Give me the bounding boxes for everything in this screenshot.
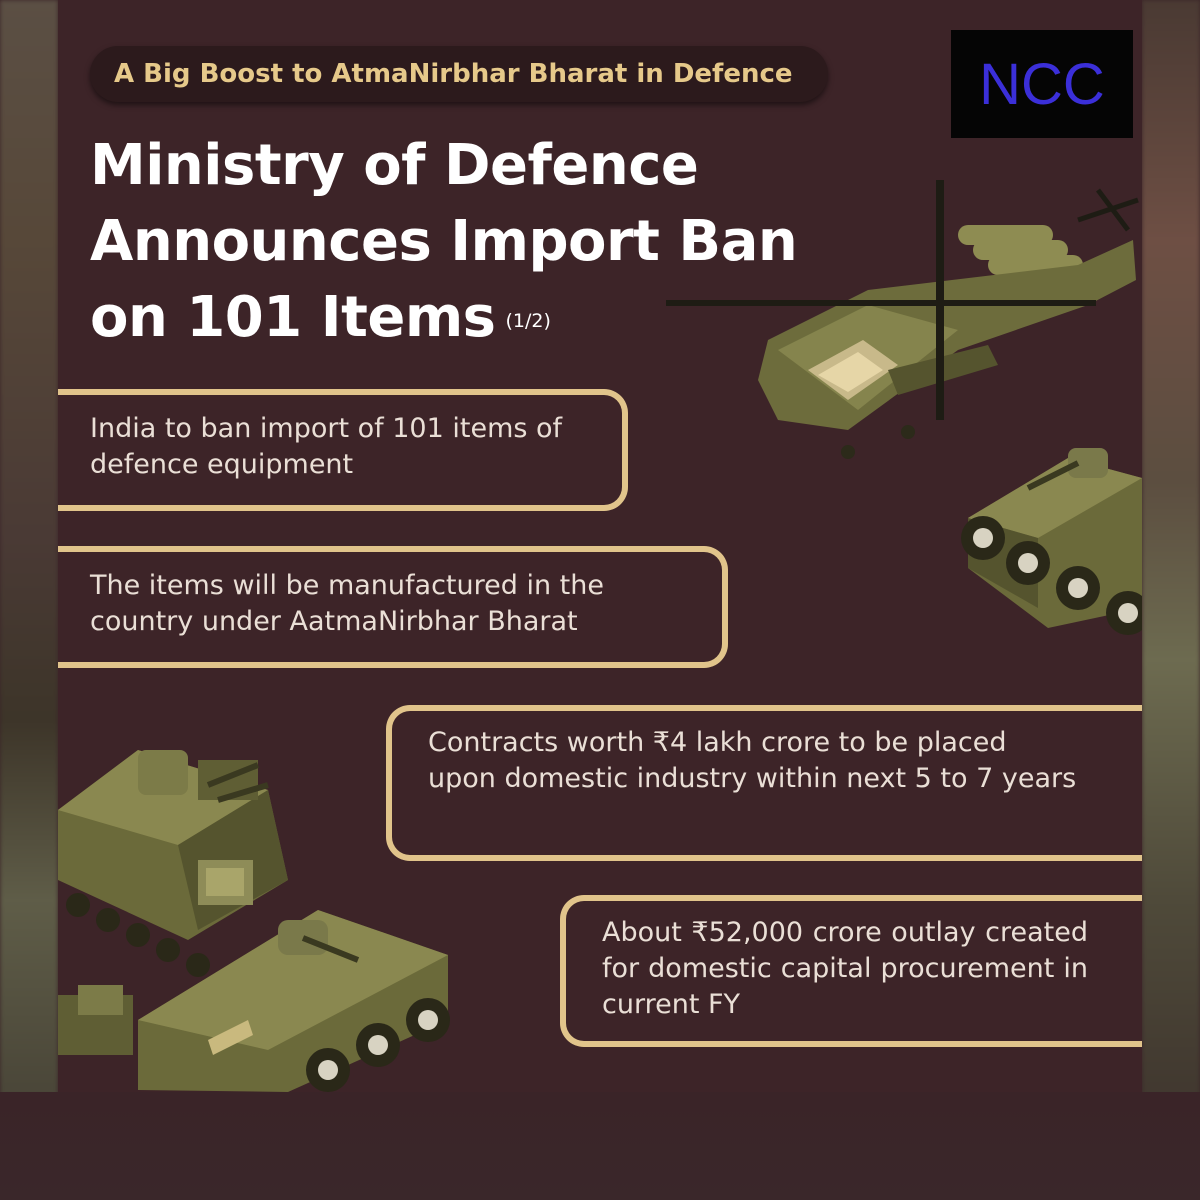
headline-line-2: Announces Import Ban xyxy=(90,209,798,274)
tagline-text: A Big Boost to AtmaNirbhar Bharat in Def… xyxy=(114,59,793,89)
point-card-1: India to ban import of 101 items of defe… xyxy=(58,389,628,511)
headline-line-3: on 101 Items (1/2) xyxy=(90,280,850,359)
photo-border-right xyxy=(1142,0,1200,1200)
headline-line-3-text: on 101 Items xyxy=(90,285,496,350)
photo-border-bottom xyxy=(0,1092,1200,1200)
point-text-1: India to ban import of 101 items of defe… xyxy=(90,413,563,480)
armored-vehicle-illustration xyxy=(961,448,1142,635)
photo-border-left xyxy=(0,0,58,1200)
part-indicator: (1/2) xyxy=(505,309,551,332)
point-card-3: Contracts worth ₹4 lakh crore to be plac… xyxy=(386,705,1142,861)
headline-line-1: Ministry of Defence xyxy=(90,133,699,198)
headline: Ministry of Defence Announces Import Ban… xyxy=(90,128,850,359)
tank-illustration xyxy=(58,750,288,977)
tagline-pill: A Big Boost to AtmaNirbhar Bharat in Def… xyxy=(90,46,828,102)
point-text-3: Contracts worth ₹4 lakh crore to be plac… xyxy=(428,727,1077,794)
point-text-4: About ₹52,000 crore outlay created for d… xyxy=(602,917,1088,1020)
ncc-badge: NCC xyxy=(951,30,1133,138)
ncc-badge-text: NCC xyxy=(979,51,1105,117)
apc-illustration xyxy=(58,910,450,1092)
helicopter-illustration xyxy=(666,180,1139,459)
point-text-2: The items will be manufactured in the co… xyxy=(90,570,604,637)
point-card-2: The items will be manufactured in the co… xyxy=(58,546,728,668)
infographic-poster: A Big Boost to AtmaNirbhar Bharat in Def… xyxy=(58,0,1142,1092)
point-card-4: About ₹52,000 crore outlay created for d… xyxy=(560,895,1142,1047)
